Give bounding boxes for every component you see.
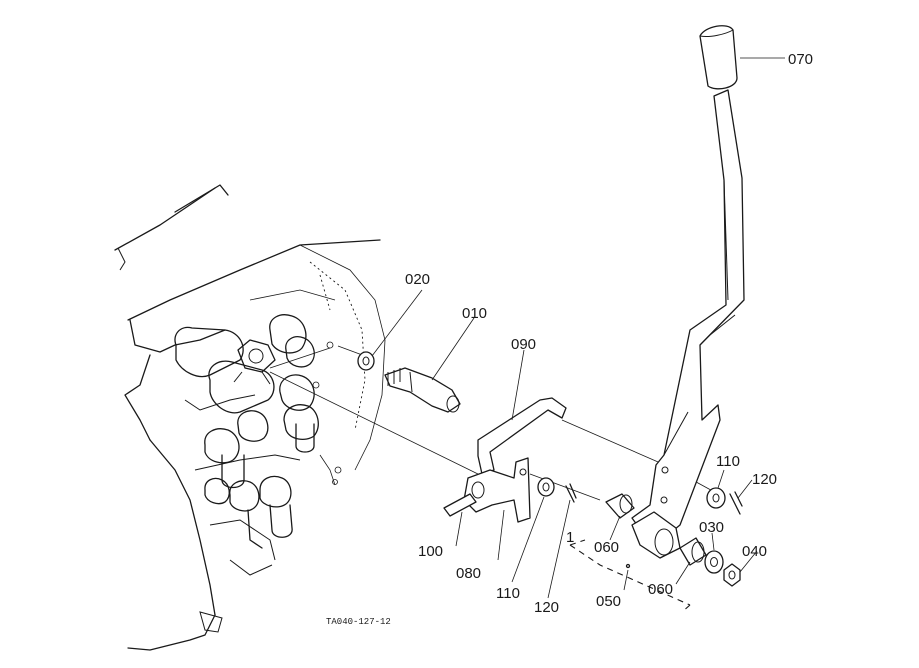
label-group-1: 1 [566, 529, 574, 546]
part-010-shaft [384, 367, 461, 413]
label-120-left: 120 [534, 599, 559, 616]
part-020-washer [357, 351, 375, 371]
transmission-housing [114, 184, 386, 651]
part-080-bracket [463, 457, 531, 523]
label-070: 070 [788, 51, 813, 68]
part-110-washer-right [706, 487, 726, 509]
part-100-pin [443, 493, 477, 517]
part-040-nut [723, 563, 741, 587]
label-120-right: 120 [752, 471, 777, 488]
label-020: 020 [405, 271, 430, 288]
leader-lines [371, 57, 785, 599]
label-060-right: 060 [648, 581, 673, 598]
part-110-washer-left [537, 477, 555, 497]
part-060-bushing-right [679, 537, 707, 566]
part-090-rod [477, 397, 567, 475]
label-060-left: 060 [594, 539, 619, 556]
label-110-left: 110 [496, 585, 520, 602]
part-120-cotter-pin-right [729, 491, 743, 515]
part-labels: 020 010 090 070 110 120 030 040 060 060 … [405, 51, 813, 616]
label-040: 040 [742, 543, 767, 560]
part-070-knob [699, 25, 738, 90]
label-110-right: 110 [716, 453, 740, 470]
part-060-bushing-left [605, 493, 635, 519]
label-080: 080 [456, 565, 481, 582]
drawing-caption: TA040-127-12 [326, 617, 391, 627]
label-100: 100 [418, 543, 443, 560]
part-030-washer [704, 550, 724, 574]
assembly-axis-lines [269, 345, 721, 613]
label-010: 010 [462, 305, 487, 322]
label-050: 050 [596, 593, 621, 610]
part-120-cotter-pin-left [565, 483, 577, 503]
label-090: 090 [511, 336, 536, 353]
part-050-lever [625, 89, 745, 569]
label-030: 030 [699, 519, 724, 536]
